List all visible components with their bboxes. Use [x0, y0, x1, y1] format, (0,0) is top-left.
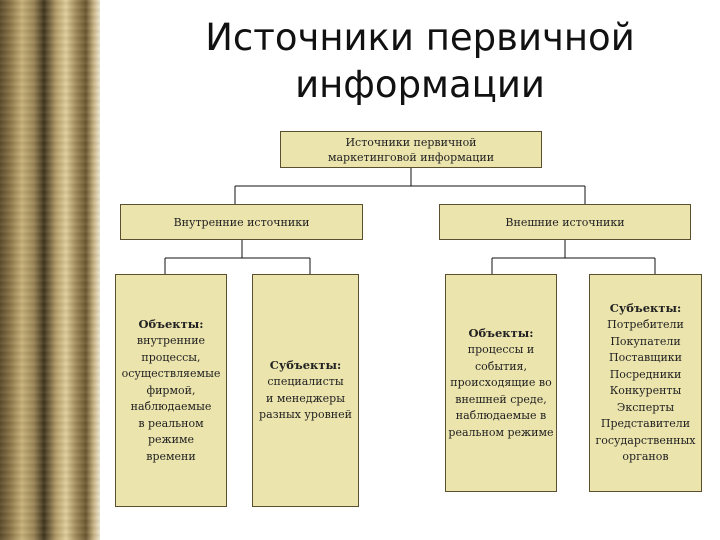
external-subjects-line: Посредники [596, 367, 696, 384]
internal-subjects-box: Субъекты: специалисты и менеджеры разных… [252, 274, 359, 507]
internal-objects-line: наблюдаемые [122, 399, 221, 416]
root-line-1: Источники первичной [345, 135, 476, 150]
external-objects-line: происходящие во [448, 375, 553, 392]
external-subjects-line: государственных [596, 433, 696, 450]
external-sources-box: Внешние источники [439, 204, 691, 240]
internal-objects-box: Объекты: внутренние процессы, осуществля… [115, 274, 227, 507]
external-objects-box: Объекты: процессы и события, происходящи… [445, 274, 557, 492]
root-sources-box: Источники первичной маркетинговой информ… [280, 131, 542, 168]
external-objects-line: наблюдаемые в [448, 408, 553, 425]
external-subjects-line: Эксперты [596, 400, 696, 417]
internal-objects-line: фирмой, [122, 383, 221, 400]
external-objects-line: события, [448, 359, 553, 376]
internal-objects-line: режиме [122, 432, 221, 449]
external-subjects-line: Конкуренты [596, 383, 696, 400]
internal-objects-text: внутренние процессы, осуществляемые фирм… [122, 333, 221, 465]
external-objects-line: процессы и [448, 342, 553, 359]
root-line-2: маркетинговой информации [328, 150, 494, 165]
external-objects-heading: Объекты: [468, 325, 533, 342]
internal-objects-line: времени [122, 449, 221, 466]
external-subjects-box: Субъекты: Потребители Покупатели Поставщ… [589, 274, 702, 492]
external-subjects-line: Потребители [596, 317, 696, 334]
internal-objects-line: процессы, [122, 350, 221, 367]
internal-sources-label: Внутренние источники [174, 216, 310, 229]
external-subjects-line: органов [596, 449, 696, 466]
external-subjects-line: Представители [596, 416, 696, 433]
internal-sources-box: Внутренние источники [120, 204, 363, 240]
external-objects-text: процессы и события, происходящие во внеш… [448, 342, 553, 441]
internal-subjects-text: специалисты и менеджеры разных уровней [259, 374, 352, 424]
internal-objects-line: в реальном [122, 416, 221, 433]
external-objects-line: реальном режиме [448, 425, 553, 442]
internal-objects-line: внутренние [122, 333, 221, 350]
external-subjects-heading: Субъекты: [610, 300, 682, 317]
external-subjects-line: Поставщики [596, 350, 696, 367]
internal-subjects-line: разных уровней [259, 407, 352, 424]
external-sources-label: Внешние источники [505, 216, 624, 229]
internal-objects-line: осуществляемые [122, 366, 221, 383]
internal-subjects-heading: Субъекты: [270, 357, 342, 374]
internal-objects-heading: Объекты: [138, 316, 203, 333]
external-subjects-text: Потребители Покупатели Поставщики Посред… [596, 317, 696, 466]
internal-subjects-line: специалисты [259, 374, 352, 391]
internal-subjects-line: и менеджеры [259, 391, 352, 408]
external-subjects-line: Покупатели [596, 334, 696, 351]
external-objects-line: внешней среде, [448, 392, 553, 409]
